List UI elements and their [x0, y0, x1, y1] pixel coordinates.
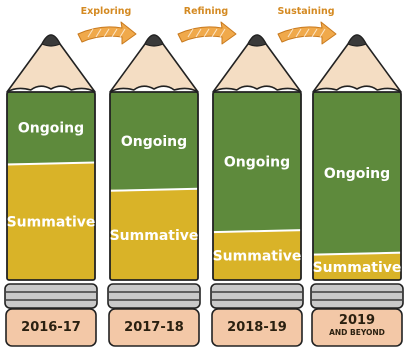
- summative-label: Summative: [7, 215, 96, 231]
- phase-arrow-hatch: [111, 28, 118, 38]
- pencil-eraser: [311, 308, 403, 347]
- phase-arrow-hatch: [211, 28, 218, 38]
- year-label: 2018-19: [227, 320, 287, 335]
- phase-arrow-hatch: [287, 28, 294, 38]
- segment-divider: [6, 161, 96, 166]
- phase-label: Sustaining: [277, 6, 334, 17]
- pencil-lead: [347, 34, 367, 47]
- year-label: 2016-17: [21, 320, 81, 335]
- ongoing-segment: [213, 92, 301, 232]
- pencil-lead: [247, 34, 267, 47]
- segment-divider: [212, 229, 302, 234]
- phase-arrow-hatch: [119, 28, 126, 38]
- phase-arrow-hatch: [195, 28, 202, 38]
- phase-1: Exploring: [77, 6, 137, 45]
- ongoing-label: Ongoing: [224, 155, 290, 171]
- pencil-body-outline: [212, 91, 302, 281]
- pencil-ferrule: [210, 283, 304, 309]
- phase-label: Refining: [184, 6, 228, 17]
- phase-arrow-hatch: [219, 28, 226, 38]
- segment-divider: [312, 251, 402, 256]
- pencil-eraser: [108, 308, 200, 347]
- pencil-eraser: [5, 308, 97, 347]
- ongoing-label: Ongoing: [121, 134, 187, 150]
- pencil-lead: [41, 34, 61, 47]
- summative-segment: [7, 163, 95, 280]
- pencil-ferrule: [4, 283, 98, 309]
- summative-label: Summative: [110, 228, 199, 244]
- pencil-ferrule: [107, 283, 201, 309]
- ongoing-segment: [7, 92, 95, 164]
- phase-arrow-hatch: [103, 28, 110, 38]
- summative-segment: [313, 253, 401, 280]
- phase-3: Sustaining: [277, 6, 337, 45]
- phase-arrow-hatch: [95, 28, 102, 38]
- ongoing-segment: [313, 92, 401, 254]
- pencil-eraser: [211, 308, 303, 347]
- phase-arrow-hatch: [187, 28, 194, 38]
- pencil-body-outline: [109, 91, 199, 281]
- ongoing-label: Ongoing: [18, 121, 84, 137]
- summative-label: Summative: [313, 260, 402, 276]
- phase-label: Exploring: [81, 6, 132, 17]
- summative-label: Summative: [213, 249, 302, 265]
- ongoing-label: Ongoing: [324, 166, 390, 182]
- pencil-body-outline: [6, 91, 96, 281]
- summative-segment: [110, 189, 198, 280]
- year-label: 2019: [339, 313, 375, 328]
- summative-segment: [213, 231, 301, 280]
- phase-arrow-hatch: [311, 28, 318, 38]
- year-label: 2017-18: [124, 320, 184, 335]
- phase-arrow-hatch: [303, 28, 310, 38]
- year-sublabel: AND BEYOND: [329, 328, 385, 337]
- segment-divider: [109, 187, 199, 192]
- ongoing-segment: [110, 92, 198, 190]
- pencil-body-outline: [312, 91, 402, 281]
- phase-arrow-hatch: [319, 28, 326, 38]
- phase-arrow-hatch: [203, 28, 210, 38]
- pencil-ferrule: [310, 283, 404, 309]
- phase-2: Refining: [177, 6, 237, 45]
- phase-arrow-hatch: [87, 28, 94, 38]
- phase-arrow-hatch: [295, 28, 302, 38]
- pencil-lead: [144, 34, 164, 47]
